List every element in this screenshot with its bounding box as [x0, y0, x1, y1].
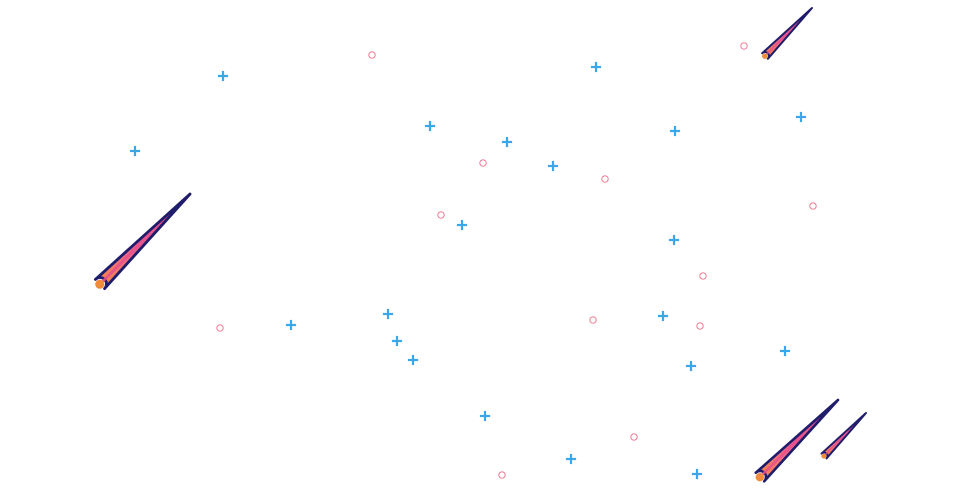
plus-sparkles	[129, 61, 807, 480]
plus-sparkle-icon	[407, 354, 419, 366]
plus-sparkle-icon	[501, 136, 513, 148]
plus-sparkle-icon	[479, 410, 491, 422]
meteor-icon	[761, 7, 813, 60]
circle-sparkle-icon	[589, 316, 597, 324]
circle-sparkle-icon	[479, 159, 487, 167]
plus-sparkle-icon	[129, 145, 141, 157]
meteors	[93, 7, 867, 483]
plus-sparkle-icon	[668, 234, 680, 246]
plus-sparkle-icon	[285, 319, 297, 331]
plus-sparkle-icon	[795, 111, 807, 123]
plus-sparkle-icon	[590, 61, 602, 73]
plus-sparkle-icon	[547, 160, 559, 172]
circle-sparkle-icon	[740, 42, 748, 50]
plus-sparkle-icon	[217, 70, 229, 82]
plus-sparkle-icon	[382, 308, 394, 320]
plus-sparkle-icon	[691, 468, 703, 480]
meteor-icon	[754, 398, 840, 483]
plus-sparkle-icon	[565, 453, 577, 465]
plus-sparkle-icon	[456, 219, 468, 231]
plus-sparkle-icon	[685, 360, 697, 372]
plus-sparkle-icon	[657, 310, 669, 322]
plus-sparkle-icon	[424, 120, 436, 132]
circle-sparkle-icon	[696, 322, 704, 330]
meteor-icon	[93, 192, 192, 291]
plus-sparkle-icon	[779, 345, 791, 357]
circle-sparkle-icon	[699, 272, 707, 280]
circle-sparkles	[216, 42, 817, 479]
plus-sparkle-icon	[669, 125, 681, 137]
circle-sparkle-icon	[809, 202, 817, 210]
circle-sparkle-icon	[498, 471, 506, 479]
circle-sparkle-icon	[437, 211, 445, 219]
plus-sparkle-icon	[391, 335, 403, 347]
circle-sparkle-icon	[630, 433, 638, 441]
circle-sparkle-icon	[368, 51, 376, 59]
circle-sparkle-icon	[216, 324, 224, 332]
meteor-icon	[820, 412, 867, 460]
circle-sparkle-icon	[601, 175, 609, 183]
